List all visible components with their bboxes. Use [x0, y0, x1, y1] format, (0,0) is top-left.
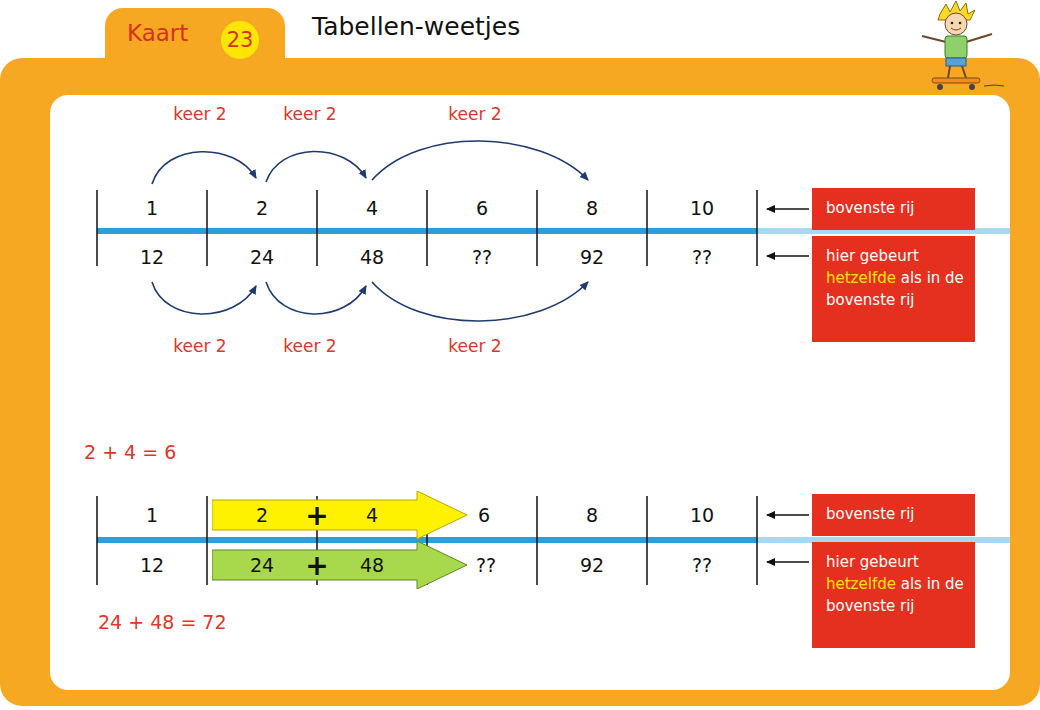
arrow-term: 4	[366, 504, 378, 526]
card-tab: Kaart 23	[105, 8, 285, 62]
arrow-shape	[212, 491, 467, 539]
tab-text: 23	[227, 28, 254, 52]
step-label: keer 2	[283, 336, 336, 356]
tick-marks	[97, 190, 757, 266]
step-label: keer 2	[173, 336, 226, 356]
note-text: bovenste rij	[826, 505, 915, 523]
card-title: Tabellen-weetjes	[312, 12, 520, 41]
note-text: hier gebeurt	[826, 553, 919, 571]
arrow-outline	[212, 541, 467, 589]
arrow-term: 2	[256, 504, 268, 526]
sum-equation: 2 + 4 = 6	[84, 441, 176, 463]
table-number: 2	[256, 197, 268, 219]
step-label: keer 2	[448, 336, 501, 356]
note-text: hetzelfde	[826, 575, 896, 593]
table-number: ??	[476, 554, 496, 576]
card-number-badge: 23	[221, 21, 259, 59]
sum-arrow: 2 +4	[212, 491, 467, 539]
note-text: bovenste rij	[826, 199, 915, 217]
table-number: 92	[580, 554, 604, 576]
table-number: 4	[366, 197, 378, 219]
table-number: 10	[690, 197, 714, 219]
pointer-arrows	[767, 209, 809, 562]
note-text: hier gebeurt	[826, 247, 919, 265]
tab-text: Kaart	[127, 20, 188, 46]
table-number: 6	[476, 197, 488, 219]
table-number: 6	[478, 504, 490, 526]
table-number: 8	[586, 197, 598, 219]
step-label: keer 2	[283, 104, 336, 124]
table-number: 10	[690, 504, 714, 526]
table-number: ??	[692, 246, 712, 268]
note-box: bovenste rij	[812, 494, 975, 536]
table-number: 1	[146, 504, 158, 526]
sum-arrow: 24 +48	[212, 541, 467, 589]
skater-illustration	[922, 1, 1004, 90]
note-box: hier gebeurt hetzelfde als in de bovenst…	[812, 236, 975, 342]
white-panel	[50, 95, 1010, 690]
table-number: 12	[140, 554, 164, 576]
note-text: hetzelfde	[826, 269, 896, 287]
note-box: bovenste rij	[812, 188, 975, 230]
arrow-term: +	[305, 499, 328, 532]
step-label: keer 2	[173, 104, 226, 124]
sum-equation: 24 + 48 = 72	[98, 611, 227, 633]
table-number: ??	[692, 554, 712, 576]
arrow-term: 24	[250, 554, 274, 576]
arrow-outline	[212, 491, 467, 539]
table-number: 48	[360, 246, 384, 268]
table-number: 24	[250, 246, 274, 268]
table-number: 12	[140, 246, 164, 268]
orange-panel	[0, 58, 1040, 706]
table-number: ??	[472, 246, 492, 268]
step-label: keer 2	[448, 104, 501, 124]
arrow-term: 48	[360, 554, 384, 576]
table-number: 1	[146, 197, 158, 219]
note-box: hier gebeurt hetzelfde als in de bovenst…	[812, 542, 975, 648]
table-number: 8	[586, 504, 598, 526]
arrow-term: +	[305, 549, 328, 582]
table-number: 92	[580, 246, 604, 268]
jump-arrows	[152, 141, 588, 321]
